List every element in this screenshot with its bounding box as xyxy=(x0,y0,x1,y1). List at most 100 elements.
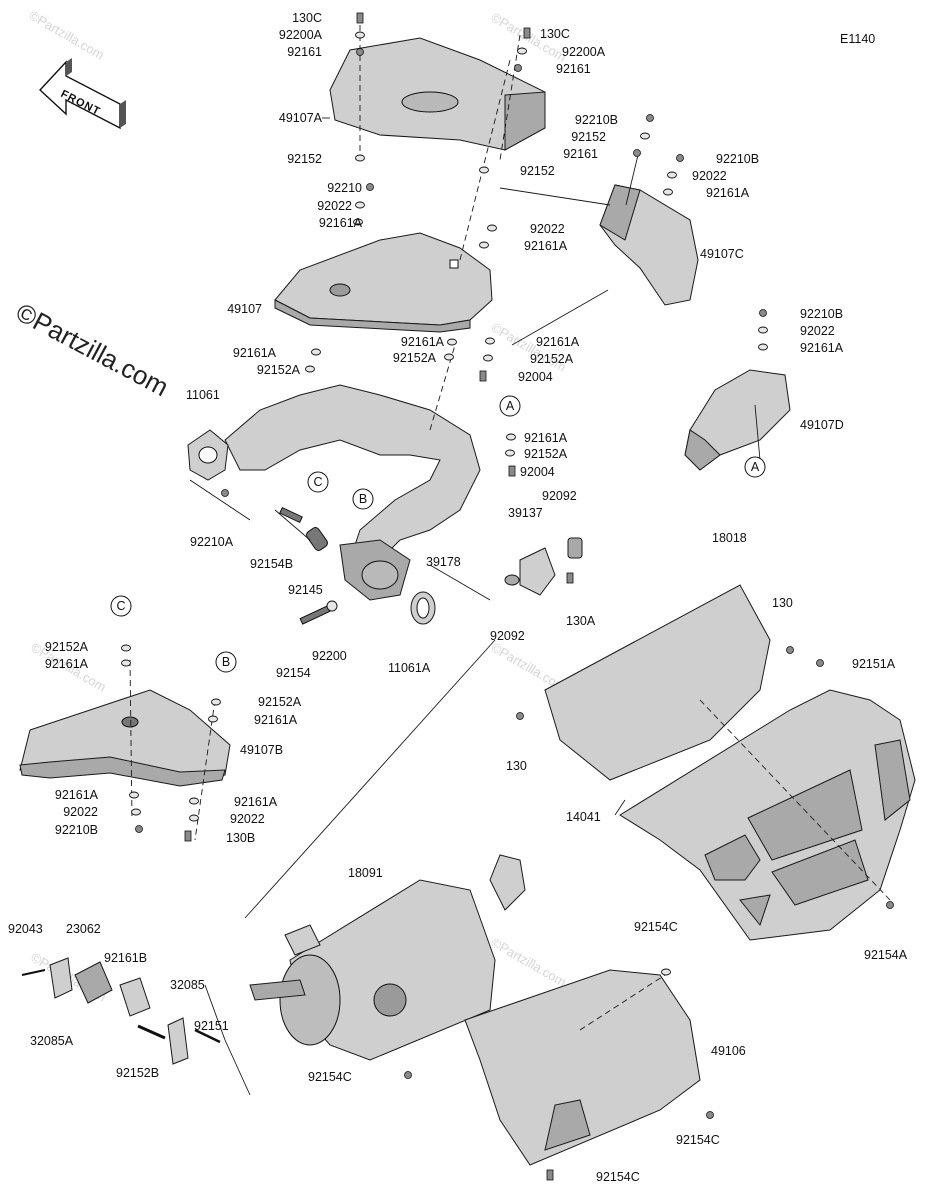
washer-icon xyxy=(355,201,365,209)
part-number-label: 92152 xyxy=(571,130,606,144)
part-number-label: 92210B xyxy=(800,307,843,321)
callout-markers xyxy=(110,395,766,673)
part-number-label: 18018 xyxy=(712,531,747,545)
nut-icon xyxy=(706,1111,714,1119)
part-number-label: 49107B xyxy=(240,743,283,757)
callout-letter: A xyxy=(751,460,760,474)
part-number-label: 39178 xyxy=(426,555,461,569)
bolt-icon xyxy=(508,465,516,477)
part-number-label: 92161 xyxy=(287,45,322,59)
nut-icon xyxy=(886,901,894,909)
washer-icon xyxy=(353,218,363,226)
callout-circle xyxy=(110,595,132,617)
callout-letter: B xyxy=(359,492,367,506)
nut-icon xyxy=(366,183,374,191)
bolt-92154b xyxy=(279,506,303,524)
exhaust-manifold xyxy=(187,384,481,601)
part-number-label: 92154C xyxy=(308,1070,352,1084)
part-number-label: 92022 xyxy=(530,222,565,236)
washer-icon xyxy=(447,338,457,346)
leader-lines xyxy=(129,25,891,1096)
part-number-label: 92151 xyxy=(194,1019,229,1033)
callout-circle xyxy=(307,471,329,493)
washer-92200 xyxy=(326,600,338,612)
heat-guard-49107 xyxy=(274,232,493,333)
washer-icon xyxy=(479,166,489,174)
washer-icon xyxy=(311,348,321,356)
part-number-label: 92145 xyxy=(288,583,323,597)
part-number-label: 49107 xyxy=(227,302,262,316)
part-number-label: 92151A xyxy=(852,657,896,671)
part-number-label: 92161A xyxy=(234,795,278,809)
part-number-label: 92152A xyxy=(530,352,574,366)
part-number-label: 92004 xyxy=(518,370,553,384)
washer-icon xyxy=(758,326,768,334)
part-number-label: 32085 xyxy=(170,978,205,992)
nut-icon xyxy=(516,712,524,720)
part-number-label: 92154C xyxy=(634,920,678,934)
part-number-label: 92154C xyxy=(596,1170,640,1184)
washer-icon xyxy=(129,791,139,799)
front-arrow-icon: FRONT xyxy=(39,58,126,130)
nut-icon xyxy=(514,64,522,72)
part-number-label: 92092 xyxy=(542,489,577,503)
callout-letter: B xyxy=(222,655,230,669)
callout-letter: C xyxy=(313,475,322,489)
part-number-label: 92154 xyxy=(276,666,311,680)
heat-guard-49107d xyxy=(684,369,791,471)
part-number-label: 92161A xyxy=(319,216,363,230)
callout-circle xyxy=(215,651,237,673)
washer-icon xyxy=(121,644,131,652)
part-number-label: 92152A xyxy=(257,363,301,377)
washer-icon xyxy=(208,715,218,723)
heat-guard-49107a xyxy=(329,37,546,151)
washer-icon xyxy=(485,337,495,345)
clamp-assembly xyxy=(21,957,221,1065)
part-number-label: 92152 xyxy=(287,152,322,166)
watermark-small: ©Partzilla.com xyxy=(27,8,107,63)
part-number-label: 130 xyxy=(506,759,527,773)
nut-icon xyxy=(646,114,654,122)
part-number-label: 92022 xyxy=(692,169,727,183)
nut-icon xyxy=(356,48,364,56)
washer-icon xyxy=(189,814,199,822)
part-number-label: 92022 xyxy=(63,805,98,819)
part-number-label: 92210B xyxy=(575,113,618,127)
part-number-label: 92161A xyxy=(524,431,568,445)
part-number-label: 92210B xyxy=(55,823,98,837)
part-number-label: 92152 xyxy=(520,164,555,178)
part-number-label: 92200 xyxy=(312,649,347,663)
part-number-label: 92152A xyxy=(258,695,302,709)
part-number-label: 92161A xyxy=(45,657,89,671)
part-number-label: 92161A xyxy=(800,341,844,355)
cover-49106 xyxy=(464,969,701,1166)
part-number-label: 92210A xyxy=(190,535,234,549)
washer-icon xyxy=(131,808,141,816)
part-number-label: 92200A xyxy=(279,28,323,42)
heat-guard-49107b xyxy=(19,689,231,787)
callout-letter: C xyxy=(116,599,125,613)
bolt-icon xyxy=(184,830,192,842)
part-number-label: 11061 xyxy=(186,388,220,402)
nut-icon xyxy=(786,646,794,654)
diagram-code: E1140 xyxy=(840,32,875,46)
damper-92092 xyxy=(504,574,520,586)
nut-icon xyxy=(633,149,641,157)
washer-icon xyxy=(505,449,515,457)
washer-icon xyxy=(487,224,497,232)
part-number-label: 130A xyxy=(566,614,596,628)
part-number-label: 92152A xyxy=(45,640,89,654)
part-number-label: 92210 xyxy=(327,181,362,195)
hardware xyxy=(121,12,894,1181)
damper-92092 xyxy=(567,537,583,559)
cover-18018 xyxy=(544,584,771,781)
washer-icon xyxy=(517,47,527,55)
part-number-label: 130 xyxy=(772,596,793,610)
part-number-label: 92022 xyxy=(317,199,352,213)
bolt-icon xyxy=(523,27,531,39)
part-number-label: 18091 xyxy=(348,866,383,880)
part-number-label: 92161A xyxy=(55,788,99,802)
bracket-39137 xyxy=(519,547,556,596)
